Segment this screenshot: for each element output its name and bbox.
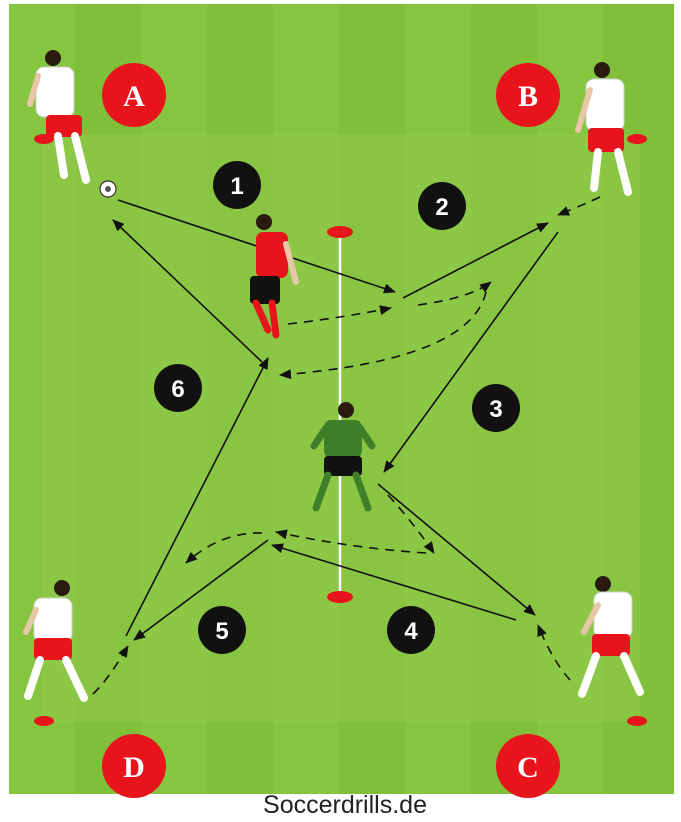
corner-badge-b: B (496, 63, 560, 127)
svg-text:C: C (517, 751, 539, 784)
cone (627, 716, 647, 726)
cone (327, 591, 353, 603)
svg-text:6: 6 (171, 376, 184, 403)
cone (34, 716, 54, 726)
watermark-text: Soccerdrills.de (263, 791, 427, 819)
step-number-3: 3 (472, 384, 520, 432)
step-number-6: 6 (154, 364, 202, 412)
svg-text:B: B (518, 80, 538, 113)
ball-icon (100, 181, 116, 197)
svg-text:2: 2 (435, 194, 448, 221)
svg-text:5: 5 (215, 618, 228, 645)
step-number-5: 5 (198, 606, 246, 654)
corner-badge-c: C (496, 734, 560, 798)
svg-text:A: A (123, 80, 145, 113)
step-number-4: 4 (387, 606, 435, 654)
cone (627, 134, 647, 144)
svg-text:3: 3 (489, 396, 502, 423)
step-number-2: 2 (418, 182, 466, 230)
step-number-1: 1 (213, 161, 261, 209)
svg-text:D: D (123, 751, 145, 784)
corner-badge-a: A (102, 63, 166, 127)
corner-badge-d: D (102, 734, 166, 798)
svg-text:4: 4 (404, 618, 418, 645)
cone (327, 226, 353, 238)
svg-text:1: 1 (230, 173, 243, 200)
